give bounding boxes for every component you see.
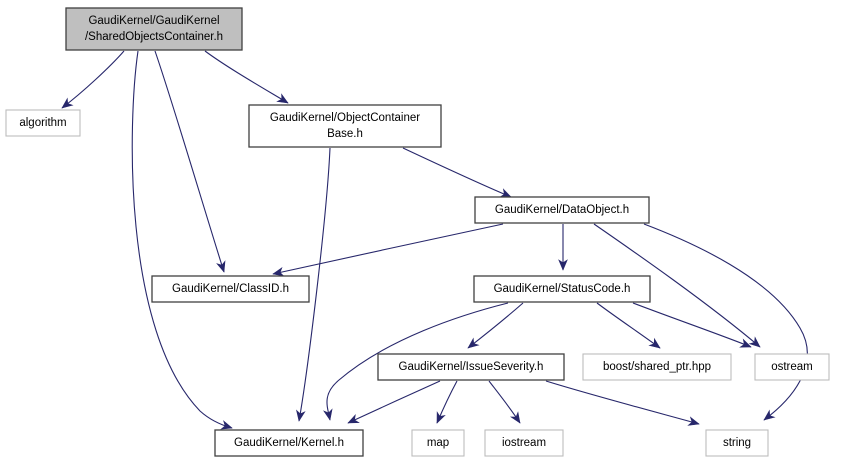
arrowhead-icon xyxy=(272,266,285,277)
node-label: /SharedObjectsContainer.h xyxy=(85,31,223,43)
node-statuscode[interactable]: GaudiKernel/StatusCode.h xyxy=(473,275,651,303)
node-label: algorithm xyxy=(19,117,66,129)
edge-issueseverity-to-iostream xyxy=(488,380,521,424)
arrowhead-icon xyxy=(763,409,776,421)
node-layer: GaudiKernel/GaudiKernel/SharedObjectsCon… xyxy=(5,7,830,457)
node-map[interactable]: map xyxy=(411,429,465,457)
arrowhead-icon xyxy=(509,411,521,424)
node-root[interactable]: GaudiKernel/GaudiKernel/SharedObjectsCon… xyxy=(65,7,243,51)
arrowhead-icon xyxy=(220,420,233,430)
edge-statuscode-to-ostream xyxy=(632,302,752,348)
node-dataobject[interactable]: GaudiKernel/DataObject.h xyxy=(474,196,650,224)
edge-line xyxy=(204,50,289,104)
node-algorithm[interactable]: algorithm xyxy=(5,109,81,137)
arrowhead-icon xyxy=(347,414,360,424)
edge-objcontainer-to-dataobject xyxy=(402,147,512,198)
edge-line xyxy=(467,302,524,349)
node-issueseverity[interactable]: GaudiKernel/IssueSeverity.h xyxy=(377,353,565,381)
edge-root-to-kernel xyxy=(131,50,233,430)
node-label: GaudiKernel/IssueSeverity.h xyxy=(399,361,544,373)
edge-statuscode-to-sharedptr xyxy=(596,302,661,349)
node-box[interactable] xyxy=(754,353,830,381)
node-box[interactable] xyxy=(705,429,769,457)
node-label: GaudiKernel/ClassID.h xyxy=(172,283,289,295)
arrowhead-icon xyxy=(216,260,226,273)
edge-issueseverity-to-string xyxy=(545,380,700,426)
node-label: GaudiKernel/Kernel.h xyxy=(234,437,344,449)
node-ostream[interactable]: ostream xyxy=(754,353,830,381)
edge-dataobject-to-string xyxy=(643,223,808,421)
edge-issueseverity-to-kernel xyxy=(347,380,441,424)
edge-root-to-classid xyxy=(154,50,226,273)
arrowhead-icon xyxy=(467,337,480,349)
node-box[interactable] xyxy=(151,275,310,303)
edge-line xyxy=(154,50,225,273)
edge-line xyxy=(347,380,441,424)
node-iostream[interactable]: iostream xyxy=(484,429,564,457)
edge-line xyxy=(131,50,233,429)
edge-root-to-algorithm xyxy=(61,50,125,109)
node-box[interactable] xyxy=(248,104,442,148)
edge-root-to-objcontainer xyxy=(204,50,289,104)
node-box[interactable] xyxy=(377,353,565,381)
node-sharedptr[interactable]: boost/shared_ptr.hpp xyxy=(582,353,732,381)
node-box[interactable] xyxy=(411,429,465,457)
edge-dataobject-to-classid xyxy=(272,223,504,277)
arrowhead-icon xyxy=(436,411,446,424)
edge-objcontainer-to-kernel xyxy=(296,147,331,422)
node-label: Base.h xyxy=(327,128,363,140)
node-label: GaudiKernel/GaudiKernel xyxy=(88,15,219,27)
node-label: ostream xyxy=(771,361,813,373)
node-string[interactable]: string xyxy=(705,429,769,457)
edge-line xyxy=(298,147,331,422)
node-classid[interactable]: GaudiKernel/ClassID.h xyxy=(151,275,310,303)
node-box[interactable] xyxy=(65,7,243,51)
node-label: GaudiKernel/StatusCode.h xyxy=(494,283,631,295)
node-box[interactable] xyxy=(484,429,564,457)
edge-layer xyxy=(61,50,808,430)
edge-line xyxy=(593,223,761,348)
edge-line xyxy=(61,50,125,109)
arrowhead-icon xyxy=(648,337,661,349)
node-label: GaudiKernel/ObjectContainer xyxy=(270,112,420,124)
edge-statuscode-to-kernel xyxy=(323,302,509,421)
node-label: string xyxy=(723,437,751,449)
node-box[interactable] xyxy=(474,196,650,224)
arrowhead-icon xyxy=(739,338,752,348)
node-label: boost/shared_ptr.hpp xyxy=(603,361,711,373)
edge-issueseverity-to-map xyxy=(436,380,458,424)
edge-dataobject-to-ostream xyxy=(593,223,761,348)
node-label: map xyxy=(427,437,449,449)
edge-line xyxy=(402,147,512,198)
node-box[interactable] xyxy=(214,429,364,457)
node-box[interactable] xyxy=(473,275,651,303)
arrowhead-icon xyxy=(296,409,306,422)
edge-line xyxy=(632,302,752,348)
edge-line xyxy=(326,302,509,421)
edge-line xyxy=(643,223,808,421)
node-box[interactable] xyxy=(5,109,81,137)
arrowhead-icon xyxy=(558,259,568,271)
arrowhead-icon xyxy=(687,416,700,426)
arrowhead-icon xyxy=(61,97,74,109)
arrowhead-icon xyxy=(323,408,333,421)
node-box[interactable] xyxy=(582,353,732,381)
edge-line xyxy=(545,380,700,425)
arrowhead-icon xyxy=(748,336,761,348)
node-label: GaudiKernel/DataObject.h xyxy=(495,204,629,216)
edge-statuscode-to-issueseverity xyxy=(467,302,524,349)
edge-line xyxy=(272,223,504,275)
edge-dataobject-to-statuscode xyxy=(558,224,568,271)
arrowhead-icon xyxy=(276,93,289,104)
node-label: iostream xyxy=(502,437,546,449)
node-kernel[interactable]: GaudiKernel/Kernel.h xyxy=(214,429,364,457)
